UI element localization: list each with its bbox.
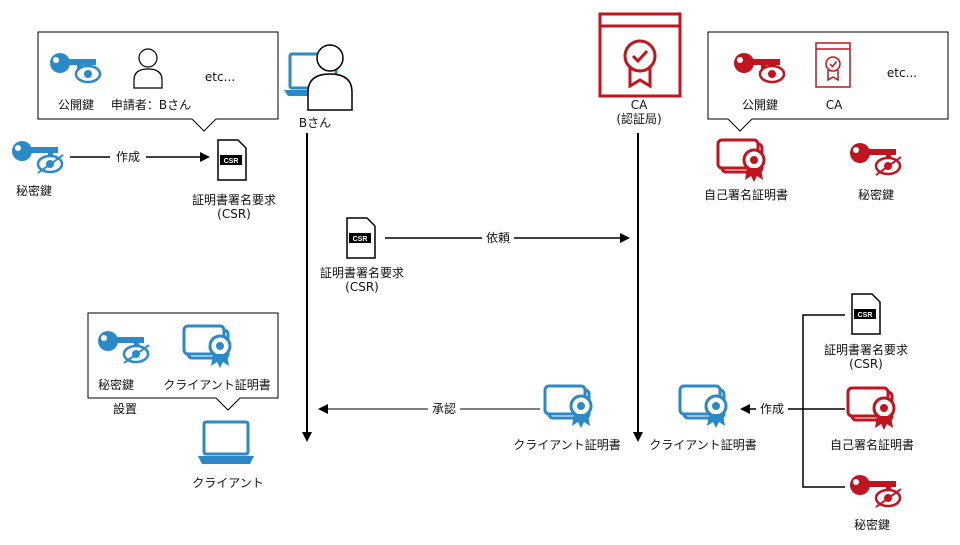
public-key-label: 公開鍵 (57, 98, 94, 112)
request-label: 依頼 (482, 231, 514, 245)
certificate-icon (846, 386, 896, 430)
ca-label-line1: CA (630, 98, 648, 112)
csr-label-line2: (CSR) (217, 207, 251, 221)
key-eye-icon (50, 53, 102, 84)
certificate-icon (182, 324, 232, 368)
callout-client-install (87, 312, 279, 411)
certificate-icon (543, 384, 593, 428)
ca-label-line2: (認証局) (616, 112, 662, 126)
client-cert-label: クライアント証明書 (649, 438, 757, 452)
private-key-icon (98, 331, 150, 364)
csr-label-line1: 証明書署名要求 (319, 266, 404, 280)
ca-small-icon (815, 42, 851, 88)
etc-label: etc... (204, 70, 236, 84)
person-icon (133, 48, 163, 89)
b-san-label: Bさん (298, 116, 332, 130)
private-key-label: 秘密鍵 (97, 378, 134, 392)
csr-document-icon: CSR (851, 293, 881, 335)
ca-small-label: CA (825, 98, 843, 112)
csr-document-icon: CSR (217, 139, 247, 181)
client-cert-label: クライアント証明書 (163, 378, 271, 392)
etc-label: etc... (886, 66, 918, 80)
public-key-label: 公開鍵 (741, 98, 778, 112)
csr-label-line2: (CSR) (849, 357, 883, 371)
svg-text:CSR: CSR (858, 312, 873, 319)
client-cert-label: クライアント証明書 (513, 438, 621, 452)
create-label: 作成 (110, 150, 146, 164)
bracket-create-cert (802, 314, 845, 488)
approve-label: 承認 (428, 402, 460, 416)
csr-label-line2: (CSR) (345, 280, 379, 294)
private-key-icon (12, 141, 64, 174)
key-eye-icon (734, 53, 786, 84)
private-key-label: 秘密鍵 (857, 188, 894, 202)
csr-label-line1: 証明書署名要求 (823, 343, 908, 357)
applicant-label: 申請者：Bさん (110, 98, 192, 112)
svg-text:CSR: CSR (224, 158, 239, 165)
ca-certificate-icon (598, 12, 682, 98)
private-key-icon (850, 475, 902, 508)
certificate-icon (716, 138, 766, 182)
private-key-label: 秘密鍵 (15, 184, 52, 198)
private-key-icon (850, 143, 902, 176)
csr-document-icon: CSR (346, 217, 376, 259)
svg-text:CSR: CSR (353, 236, 368, 243)
b-user-laptop-icon (284, 44, 353, 111)
laptop-icon (198, 420, 254, 464)
self-signed-label: 自己署名証明書 (829, 438, 914, 452)
private-key-label: 秘密鍵 (853, 518, 890, 532)
self-signed-label: 自己署名証明書 (703, 188, 788, 202)
client-label: クライアント (192, 476, 264, 490)
install-label: 設置 (112, 402, 137, 416)
create-label: 作成 (756, 402, 788, 416)
certificate-icon (678, 384, 728, 428)
csr-label-line1: 証明書署名要求 (191, 193, 276, 207)
